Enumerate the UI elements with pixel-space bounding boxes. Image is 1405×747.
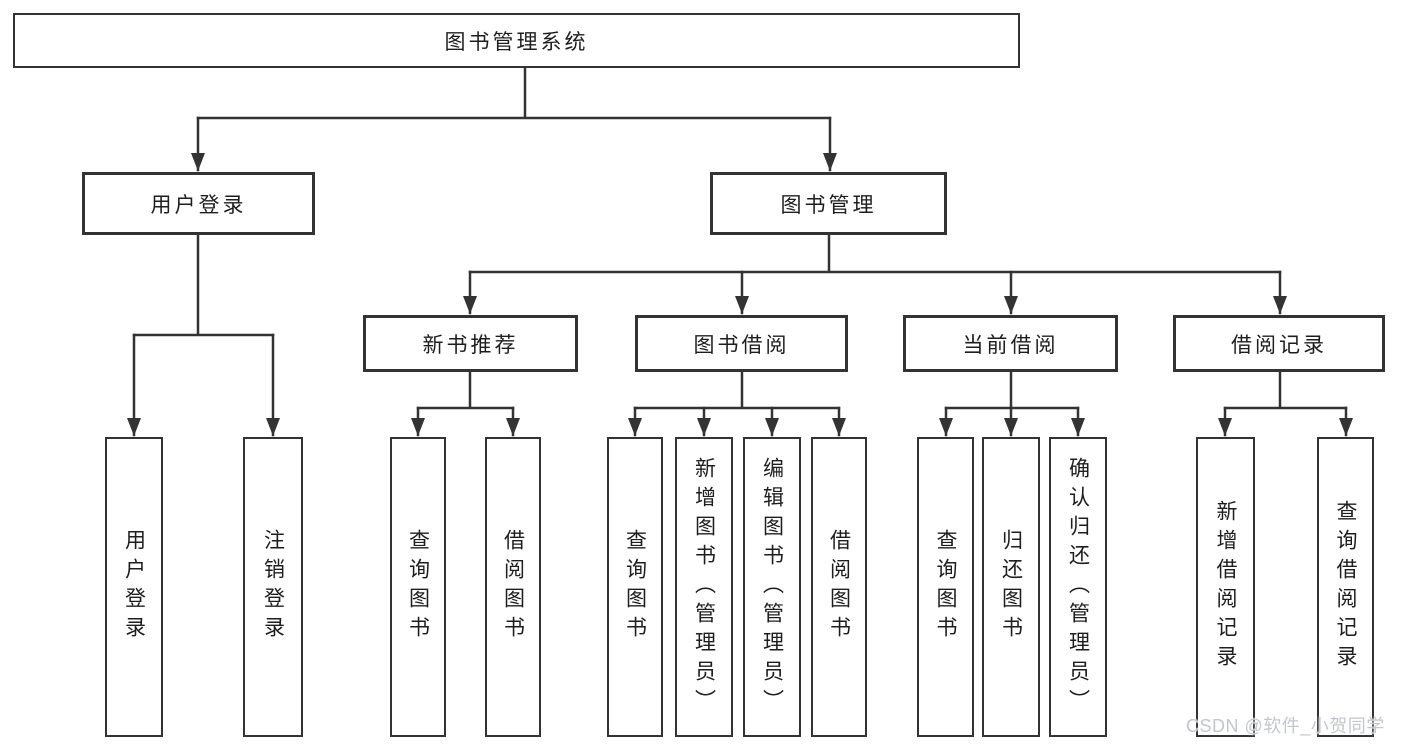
leaf-query-books-current-label: 查询图书 [934,529,957,645]
leaf-add-book-admin-label: 新增图书（管理员） [692,456,716,718]
leaf-edit-book-admin-label: 编辑图书（管理员） [760,456,784,718]
node-library-system-label: 图书管理系统 [444,30,589,54]
node-new-book-recommendation: 新书推荐 [363,315,578,372]
node-book-management: 图书管理 [710,172,947,235]
leaf-query-borrow-record: 查询借阅记录 [1317,437,1374,737]
node-book-management-label: 图书管理 [780,193,877,217]
leaf-borrow-books-recommend: 借阅图书 [485,437,541,737]
node-user-login-label: 用户登录 [150,193,247,217]
node-book-borrowing: 图书借阅 [635,315,848,372]
leaf-borrow-books-borrowing: 借阅图书 [811,437,867,737]
leaf-query-borrow-record-label: 查询借阅记录 [1334,500,1357,674]
leaf-add-borrow-record: 新增借阅记录 [1196,437,1255,737]
edge-book-mgmt-trunk [468,233,1282,274]
node-borrowing-records: 借阅记录 [1173,315,1385,372]
edge-borrow-records-trunk [1223,370,1348,410]
leaf-query-books-recommend-label: 查询图书 [406,529,430,645]
node-library-system: 图书管理系统 [13,13,1020,68]
leaf-return-books: 归还图书 [982,437,1040,737]
leaf-borrow-books-recommend-label: 借阅图书 [501,529,525,645]
leaf-borrow-books-borrowing-label: 借阅图书 [827,529,851,645]
edge-user-login-trunk [132,233,275,337]
leaf-user-login: 用户登录 [105,437,163,737]
leaf-confirm-return-admin-label: 确认归还（管理员） [1066,456,1090,718]
leaf-query-books-borrowing-label: 查询图书 [623,529,647,645]
node-borrowing-records-label: 借阅记录 [1231,333,1327,357]
node-book-borrowing-label: 图书借阅 [693,333,790,357]
edge-root-trunk [196,66,832,120]
node-new-book-recommendation-label: 新书推荐 [422,333,519,357]
leaf-query-books-recommend: 查询图书 [390,437,446,737]
node-user-login: 用户登录 [82,172,315,235]
node-current-borrowing-label: 当前借阅 [962,333,1059,357]
leaf-logout: 注销登录 [243,437,303,737]
csdn-watermark: CSDN @软件_小贺同学 [1186,716,1385,736]
edge-new-book-trunk [416,370,515,410]
leaf-query-books-current: 查询图书 [917,437,974,737]
leaf-user-login-label: 用户登录 [122,529,146,645]
edge-current-borrow-trunk [944,370,1080,410]
leaf-confirm-return-admin: 确认归还（管理员） [1049,437,1107,737]
leaf-logout-label: 注销登录 [261,529,285,645]
node-current-borrowing: 当前借阅 [903,315,1118,372]
leaf-add-borrow-record-label: 新增借阅记录 [1214,500,1237,674]
leaf-query-books-borrowing: 查询图书 [607,437,663,737]
leaf-return-books-label: 归还图书 [999,529,1023,645]
edge-book-borrow-trunk [633,370,841,410]
leaf-add-book-admin: 新增图书（管理员） [675,437,733,737]
leaf-edit-book-admin: 编辑图书（管理员） [743,437,801,737]
